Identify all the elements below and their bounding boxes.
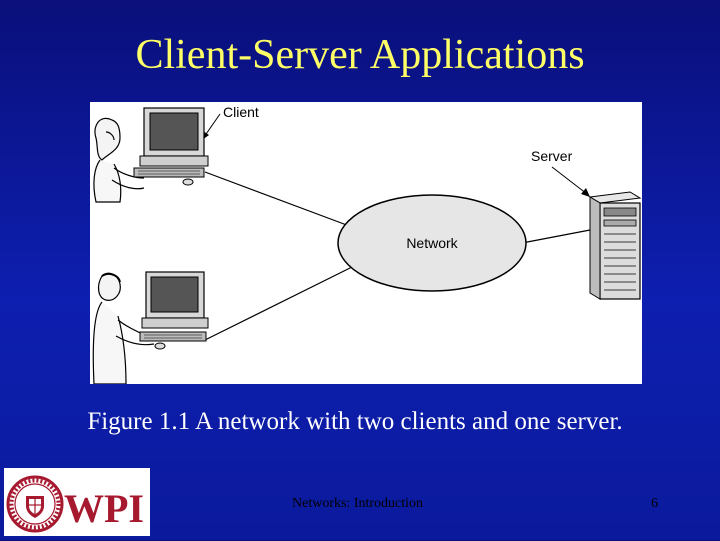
server-arrow-head bbox=[581, 188, 590, 197]
connection-line-server bbox=[521, 229, 591, 244]
wpi-seal-icon bbox=[6, 475, 64, 533]
network-cloud bbox=[337, 194, 527, 292]
client-1 bbox=[93, 107, 209, 203]
footer-text: Networks: Introduction bbox=[292, 496, 424, 511]
wpi-logo: WPI bbox=[4, 468, 150, 536]
wpi-logo-svg: WPI bbox=[6, 475, 144, 533]
client-label: Client bbox=[223, 104, 259, 120]
page-number: 6 bbox=[651, 496, 658, 511]
server-icon bbox=[588, 191, 642, 300]
person-icon bbox=[92, 272, 155, 384]
slide-title: Client-Server Applications bbox=[135, 32, 585, 78]
network-diagram: Network Client Server bbox=[90, 102, 642, 384]
client-arrow bbox=[203, 113, 221, 138]
figure-caption: Figure 1.1 A network with two clients an… bbox=[87, 408, 623, 435]
connection-line-client1 bbox=[204, 171, 353, 228]
computer-icon bbox=[139, 271, 209, 350]
wpi-logo-text: WPI bbox=[64, 486, 144, 531]
network-label: Network bbox=[406, 235, 458, 251]
server-label: Server bbox=[531, 148, 573, 164]
client-2 bbox=[92, 271, 209, 384]
person-icon bbox=[93, 117, 145, 203]
connection-line-client2 bbox=[204, 266, 353, 341]
network-diagram-svg: Network Client Server bbox=[92, 104, 642, 384]
server-arrow bbox=[551, 166, 588, 195]
computer-icon bbox=[133, 107, 209, 186]
